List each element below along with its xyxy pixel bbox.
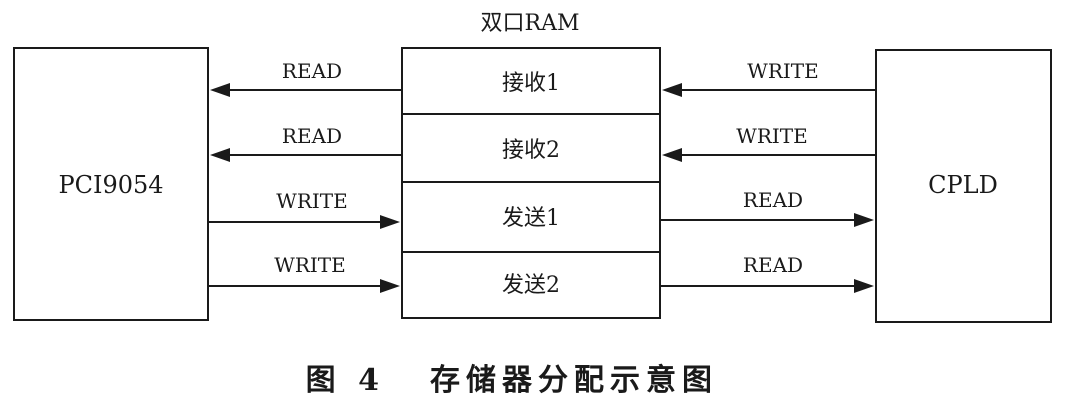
arrowhead-left-icon bbox=[210, 83, 230, 97]
ram-cell-receive-2 bbox=[401, 113, 661, 183]
pci9054-box bbox=[13, 47, 209, 321]
arrowhead-right-icon bbox=[854, 279, 874, 293]
right-link-1-label: WRITE bbox=[747, 59, 818, 83]
dual-port-ram: 接收1 接收2 发送1 发送2 bbox=[401, 47, 661, 319]
right-link-3-label: READ bbox=[743, 188, 803, 212]
cpld-box bbox=[875, 49, 1052, 323]
ram-title: 双口RAM bbox=[481, 11, 580, 36]
right-link-4: READ bbox=[660, 253, 874, 293]
ram-cell-send-1-label: 发送1 bbox=[502, 206, 560, 231]
pci9054-label: PCI9054 bbox=[58, 171, 163, 199]
ram-cell-receive-1 bbox=[401, 47, 661, 115]
right-link-2-label: WRITE bbox=[736, 124, 807, 148]
ram-cell-receive-2-label: 接收2 bbox=[502, 138, 560, 163]
cpld-label: CPLD bbox=[928, 171, 998, 199]
figure-number: 图 4 bbox=[306, 363, 385, 398]
left-link-1: READ bbox=[210, 59, 402, 97]
ram-cell-send-2-label: 发送2 bbox=[502, 273, 560, 298]
figure-caption: 存储器分配示意图 bbox=[430, 363, 718, 398]
arrowhead-left-icon bbox=[662, 148, 682, 162]
left-link-4: WRITE bbox=[208, 253, 400, 293]
left-link-2-label: READ bbox=[282, 124, 342, 148]
arrowhead-right-icon bbox=[854, 213, 874, 227]
right-link-2: WRITE bbox=[662, 124, 876, 162]
arrowhead-right-icon bbox=[380, 215, 400, 229]
left-link-1-label: READ bbox=[282, 59, 342, 83]
left-link-4-label: WRITE bbox=[274, 253, 345, 277]
arrowhead-right-icon bbox=[380, 279, 400, 293]
left-link-2: READ bbox=[210, 124, 402, 162]
ram-cell-send-2 bbox=[401, 251, 661, 319]
right-link-1: WRITE bbox=[662, 59, 876, 97]
left-link-3-label: WRITE bbox=[276, 189, 347, 213]
arrowhead-left-icon bbox=[662, 83, 682, 97]
arrowhead-left-icon bbox=[210, 148, 230, 162]
right-link-4-label: READ bbox=[743, 253, 803, 277]
right-link-3: READ bbox=[660, 188, 874, 227]
left-link-3: WRITE bbox=[208, 189, 400, 229]
ram-cell-receive-1-label: 接收1 bbox=[502, 71, 560, 96]
